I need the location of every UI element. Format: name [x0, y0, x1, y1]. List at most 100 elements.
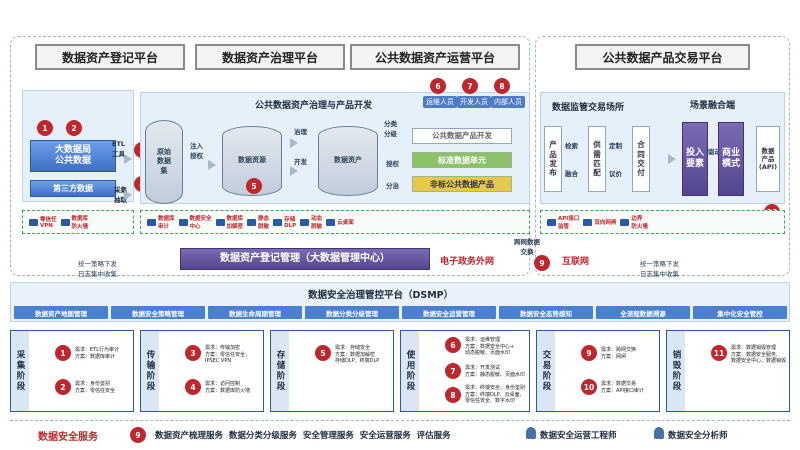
services-label: 数据安全服务	[38, 432, 98, 443]
trade-group	[535, 36, 790, 276]
gatekeeper-icon	[583, 218, 593, 226]
phase-collect-item-1: 需求：ETL行为审计 方案：数据库审计	[75, 347, 119, 360]
badge-8: 8	[494, 78, 510, 94]
cloud-desktop-icon	[326, 218, 336, 226]
operate-platform-title: 公共数据资产运营平台	[350, 44, 520, 70]
third-party-source: 第三方数据	[30, 180, 116, 197]
phase-trade-item-2: 需求：数据交易 方案：API接口审计	[601, 381, 644, 394]
badge-1: 1	[37, 120, 53, 136]
cross-label: 跨网数据 交换	[514, 238, 540, 256]
analyst-label: 数据安全分析师	[668, 431, 728, 441]
cloud-desktop-item: 云桌面	[326, 218, 354, 226]
drive-label: 驱动	[708, 148, 721, 156]
module-trace[interactable]: 全流程数据溯源	[596, 306, 690, 319]
policy-left: 统一策略下发 日志集中收集	[78, 260, 117, 278]
module-operation[interactable]: 数据安全运营管理	[402, 306, 496, 319]
db-firewall-icon	[60, 218, 70, 226]
develop-label: 开发	[294, 158, 307, 166]
services-badge: 9	[130, 427, 146, 443]
phase-destroy-item-1: 需求：数据销毁管理 方案：数据安全服务、 数据安全中心、数据销毁	[731, 345, 787, 364]
phase-use-item-2: 需求：开发测试 方案：静态脱敏、页面水印	[465, 365, 526, 378]
db-firewall-item: 数据库 防火墙	[60, 214, 88, 230]
storage-dlp-icon	[273, 218, 283, 226]
phase-trade: 交易阶段 9 需求：跨网交换 方案：网闸 10 需求：数据交易 方案：API接口…	[536, 330, 660, 412]
authorize-label: 授权	[386, 160, 399, 168]
collect-arrow	[124, 190, 132, 200]
market-panel	[540, 92, 785, 204]
raw-dataset: 原始 数据 集	[145, 120, 183, 204]
internal-role: 内部人员	[491, 96, 525, 108]
phase-use-badge-3: 8	[445, 387, 461, 403]
phase-storage-item-1: 需求：存储安全 方案：数据加解密 存储DLP、终端DLP	[335, 345, 380, 364]
module-situation[interactable]: 数据安全态势感知	[499, 306, 593, 319]
govern-panel-title: 公共数据资产治理与产品开发	[255, 101, 373, 111]
module-lifecycle[interactable]: 数据生命周期管理	[208, 306, 302, 319]
phase-storage: 存储阶段 5 需求：存储安全 方案：数据加解密 存储DLP、终端DLP	[270, 330, 394, 412]
api-audit-item: API接口 监管	[547, 214, 579, 230]
develop-arrow	[290, 166, 298, 176]
invest-box: 投入 要素	[682, 122, 708, 196]
standard-unit-box: 标准数据单元	[412, 152, 512, 168]
data-product-box: 数据 产品 (API)	[756, 126, 780, 192]
etl-label: ETL 工具	[112, 140, 126, 158]
phase-use-badge-1: 6	[445, 337, 461, 353]
phase-transfer-item-1: 需求：传输加密 方案：零信任安全， IPSEC VPN	[205, 345, 251, 364]
contract-box: 合同 交付	[632, 126, 650, 192]
dynamic-mask-icon	[300, 218, 310, 226]
classify-label: 分类 分级	[384, 120, 397, 138]
etl-arrow	[124, 154, 132, 164]
border-firewall-item: 边界 防火墙	[620, 214, 648, 230]
dynamic-mask-item: 动态 脱敏	[300, 214, 322, 230]
module-policy[interactable]: 数据安全策略管理	[111, 306, 205, 319]
phase-collect-item-2: 需求：身份鉴别 方案：零信任安全	[75, 381, 116, 394]
db-encrypt-item: 数据库 加解密	[215, 214, 243, 230]
services-list: 数据资产梳理服务 数据分类分级服务 安全管理服务 安全运营服务 评估服务	[155, 431, 451, 441]
zerotrust-icon	[29, 218, 38, 226]
data-resource: 数据资源	[222, 126, 282, 196]
collect-label: 采集 抽取	[114, 186, 127, 204]
phase-destroy-label: 销毁阶段	[667, 331, 685, 411]
register-platform-title: 数据资产登记平台	[35, 44, 185, 70]
module-classify[interactable]: 数据分类分级管理	[305, 306, 399, 319]
db-audit-icon	[147, 218, 156, 226]
api-audit-icon	[547, 218, 556, 226]
phase-transfer-item-2: 需求：访问控制 方案：数据库防火墙	[205, 381, 251, 394]
scene-title: 场景融合端	[690, 101, 736, 111]
phase-transfer-badge-1: 3	[185, 345, 201, 361]
module-asset-map[interactable]: 数据资产地图管理	[14, 306, 108, 319]
govern-arrow	[290, 138, 298, 148]
zerotrust-item: 零信任 VPN	[29, 215, 57, 229]
left-security-stripe: 零信任 VPN 数据库 防火墙	[22, 210, 134, 234]
sec-center-icon	[178, 218, 188, 226]
phase-destroy: 销毁阶段 11 需求：数据销毁管理 方案：数据安全服务、 数据安全中心、数据销毁	[666, 330, 790, 412]
phase-trade-badge-2: 10	[581, 379, 597, 395]
nonstandard-product-box: 非标公共数据产品	[412, 176, 512, 192]
phase-use: 使用阶段 6 需求：运维管理 方案：数据安全中心+ 动态脱敏、页面水印 7 需求…	[400, 330, 530, 412]
govern-label: 治理	[294, 128, 307, 136]
static-mask-icon	[247, 218, 257, 226]
policy-right: 统一策略下发 日志集中收集	[640, 260, 679, 278]
price-label: 议价	[609, 170, 622, 178]
phase-collect-badge-1: 1	[55, 345, 71, 361]
internet-label: 互联网	[562, 257, 590, 267]
registry-bar: 数据资产登记管理（大数据管理中心）	[180, 248, 430, 270]
phase-trade-badge-1: 9	[581, 345, 597, 361]
phase-collect: 采集阶段 1 需求：ETL行为审计 方案：数据库审计 2 需求：身份鉴别 方案：…	[10, 330, 134, 412]
fuse-label: 融合	[565, 170, 578, 178]
retrieve-label: 检索	[565, 142, 578, 150]
dev-role: 开发人员	[457, 96, 491, 108]
publish-box: 产品 发布	[544, 126, 562, 192]
phase-transfer: 传输阶段 3 需求：传输加密 方案：零信任安全， IPSEC VPN 4 需求：…	[140, 330, 264, 412]
phase-storage-badge-1: 5	[315, 345, 331, 361]
inject-arrow	[208, 160, 216, 170]
govern-platform-title: 数据资产治理平台	[195, 44, 345, 70]
module-control[interactable]: 集中化安全管控	[693, 306, 787, 319]
phase-storage-label: 存储阶段	[271, 331, 289, 411]
badge-7: 7	[462, 78, 478, 94]
phase-transfer-label: 传输阶段	[141, 331, 159, 411]
phase-trade-item-1: 需求：跨网交换 方案：网闸	[601, 347, 637, 360]
phase-transfer-badge-2: 4	[185, 379, 201, 395]
product-dev-box: 公共数据产品开发	[412, 128, 512, 144]
phase-collect-label: 采集阶段	[11, 331, 29, 411]
phase-use-label: 使用阶段	[401, 331, 419, 411]
